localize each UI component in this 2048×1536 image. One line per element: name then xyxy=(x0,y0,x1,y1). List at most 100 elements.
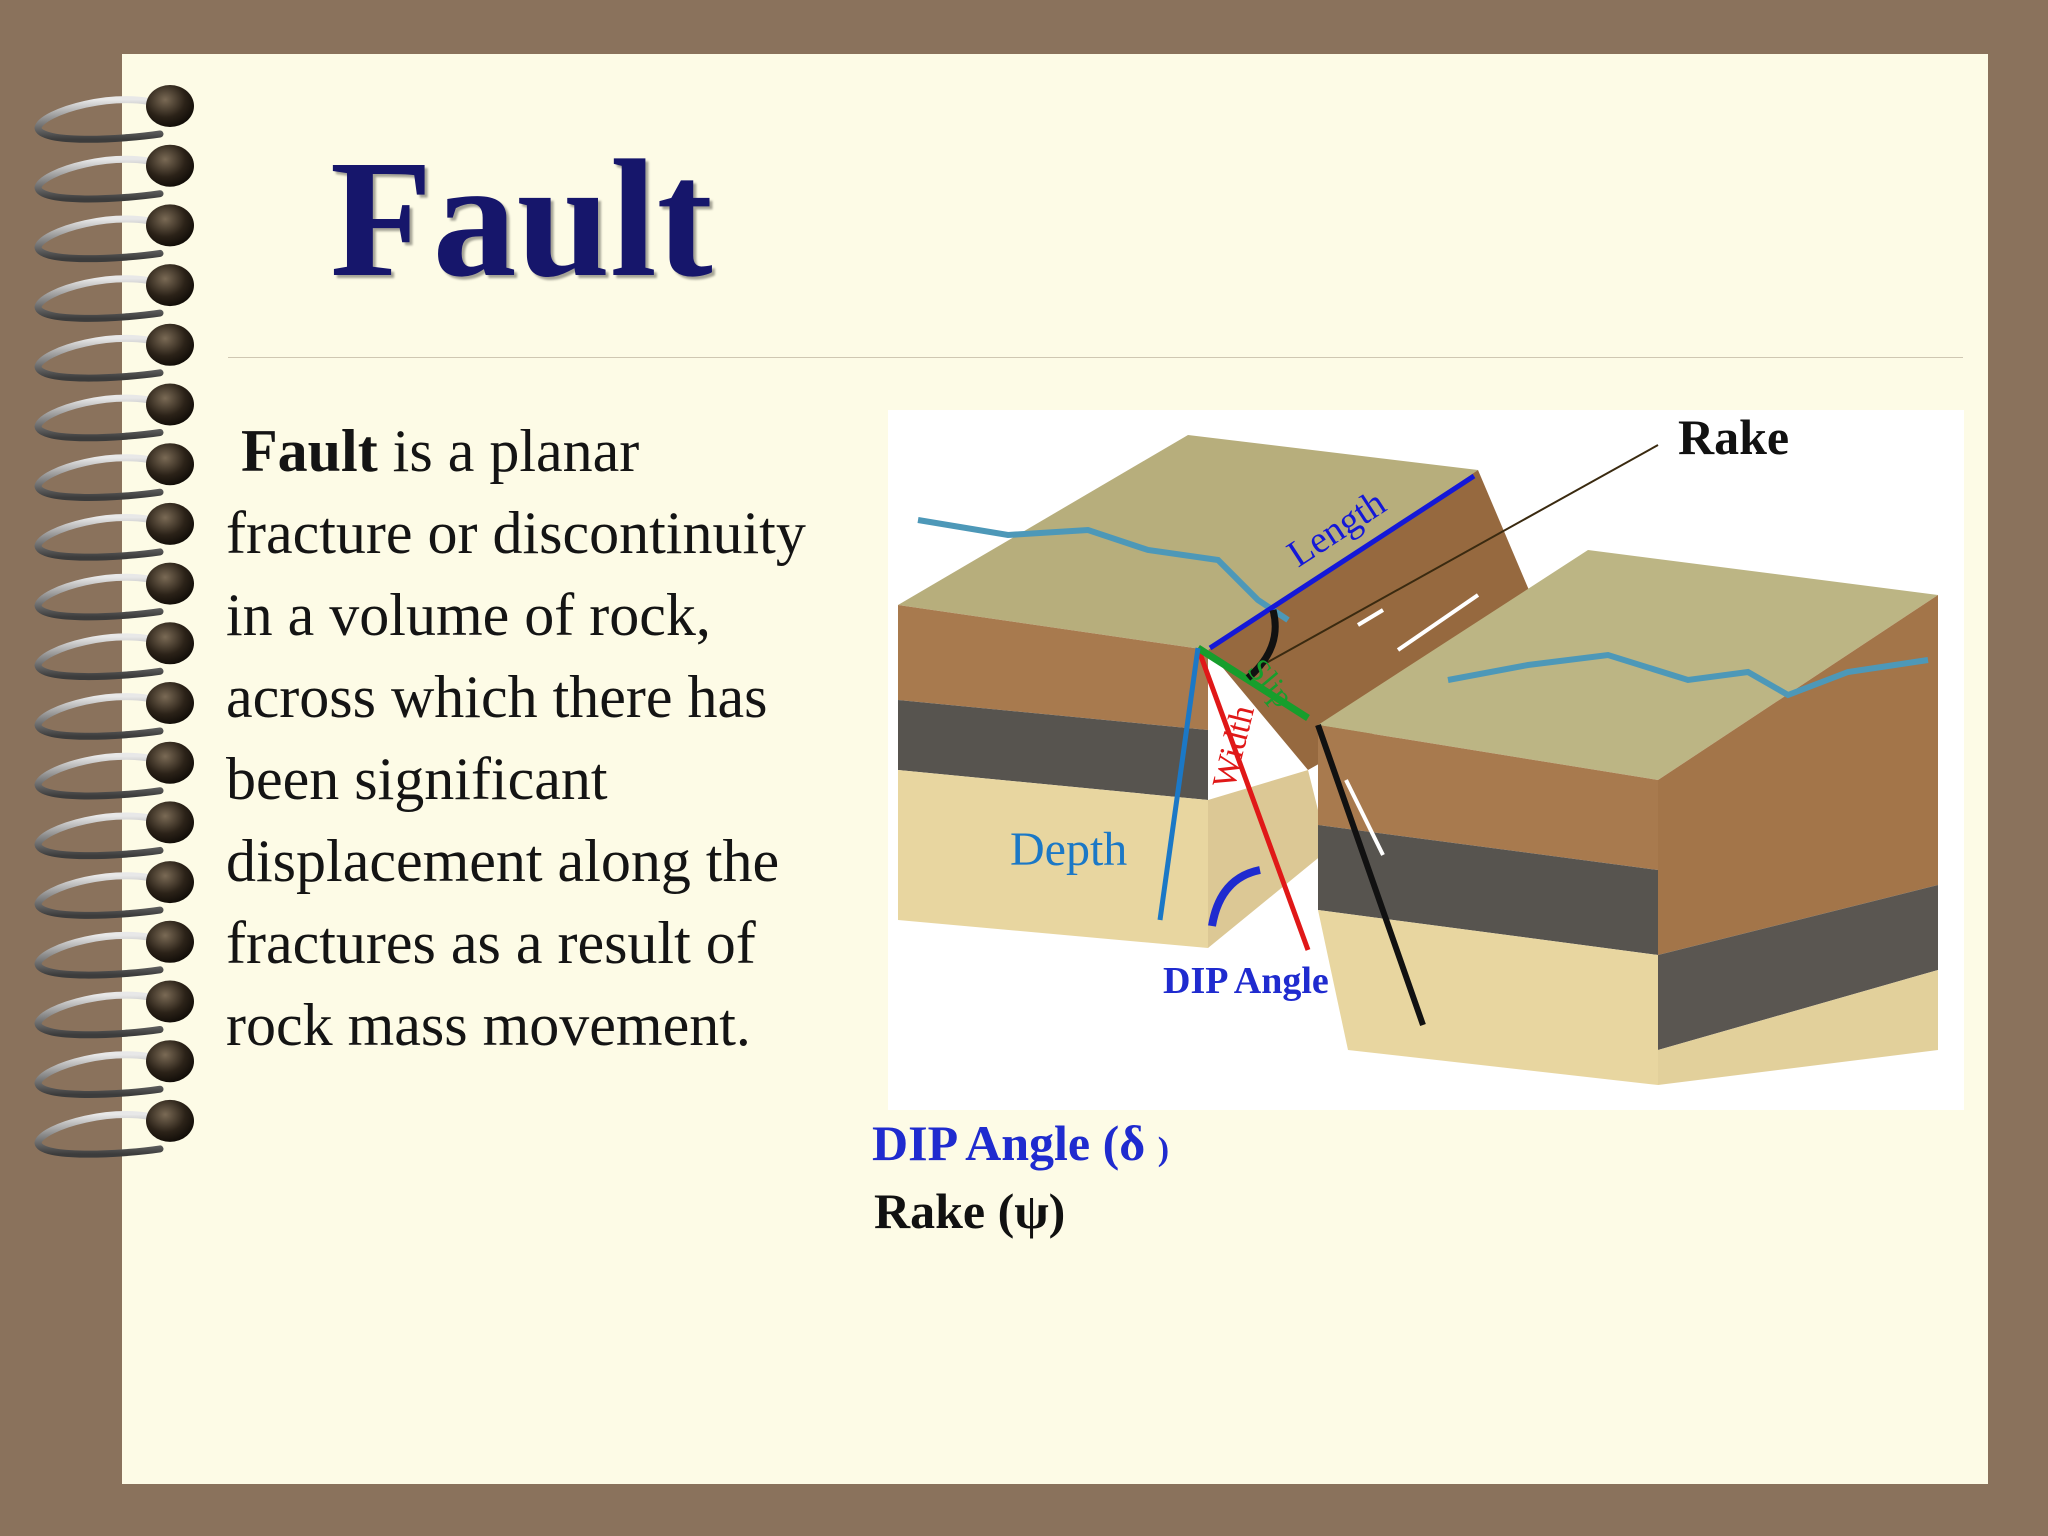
river-right xyxy=(1447,651,1929,699)
definition-line: in a volume of rock, xyxy=(226,582,711,648)
binding-ring xyxy=(34,1099,194,1158)
right-block-soil-layer xyxy=(1318,725,1658,870)
binding-ring xyxy=(34,443,194,501)
binding-wire xyxy=(34,752,169,800)
dip-angle-label: DIP Angle xyxy=(1163,960,1329,1002)
fault-block-diagram: Length Width Slip Depth DIP Angle Rake xyxy=(888,410,1964,1110)
slide-title: Fault xyxy=(330,126,713,312)
definition-line: across which there has xyxy=(226,664,768,730)
binding-ring xyxy=(34,801,194,860)
binding-hole xyxy=(146,622,194,665)
fault-trace xyxy=(1315,724,1426,1026)
binding-hole xyxy=(146,980,194,1023)
depth-line xyxy=(1157,647,1201,921)
binding-ring xyxy=(34,622,194,681)
binding-hole xyxy=(146,383,194,426)
binding-wire xyxy=(34,215,169,263)
definition-line: displacement along the xyxy=(226,828,780,894)
binding-wire xyxy=(34,454,169,501)
binding-hole xyxy=(146,562,194,605)
binding-ring xyxy=(34,682,194,740)
right-block-dark-layer xyxy=(1318,825,1658,955)
rake-label: Rake xyxy=(1678,410,1789,465)
right-block-side xyxy=(1658,595,1938,955)
slip-line xyxy=(1196,645,1310,721)
binding-ring xyxy=(34,264,194,322)
binding-hole xyxy=(146,443,194,486)
dip-angle-arc xyxy=(1208,866,1261,927)
binding-hole xyxy=(146,801,194,844)
binding-ring xyxy=(34,323,194,382)
right-block xyxy=(1315,550,1938,1085)
binding-ring xyxy=(34,502,194,561)
binding-hole xyxy=(146,323,194,366)
binding-ring xyxy=(34,204,194,263)
title-divider xyxy=(228,357,1963,358)
binding-wire xyxy=(34,275,169,322)
fault-definition: Fault is a planar fracture or discontinu… xyxy=(226,410,906,1066)
binding-hole xyxy=(146,1099,194,1142)
fault-plane-face xyxy=(1208,470,1548,770)
definition-line: fractures as a result of xyxy=(226,910,756,976)
binding-ring xyxy=(34,1040,194,1098)
width-line xyxy=(1195,647,1311,951)
binding-hole xyxy=(146,204,194,247)
binding-wire xyxy=(34,96,169,143)
binding-wire xyxy=(34,693,169,740)
fault-term: Fault xyxy=(241,418,378,484)
binding-hole xyxy=(146,85,194,127)
binding-hole xyxy=(146,920,194,963)
river-left xyxy=(917,517,1290,623)
binding-ring xyxy=(34,980,194,1039)
rake-leader-line xyxy=(1249,444,1659,673)
left-block-top xyxy=(898,435,1478,650)
slip-arrow-lower xyxy=(1344,779,1385,856)
right-block-top xyxy=(1318,550,1938,780)
binding-wire xyxy=(34,872,169,919)
definition-line: been significant xyxy=(226,746,608,812)
definition-line: Fault is a planar xyxy=(241,418,640,484)
binding-wire xyxy=(34,931,169,979)
binding-wire xyxy=(34,334,169,382)
spiral-binding xyxy=(34,85,194,1158)
right-block-side-dark xyxy=(1658,885,1938,1050)
binding-wire xyxy=(34,573,169,621)
binding-wire xyxy=(34,991,169,1039)
length-line xyxy=(1208,473,1476,651)
dip-angle-caption: DIP Angle (δ ) xyxy=(872,1115,1170,1171)
binding-ring xyxy=(34,383,194,442)
rake-caption: Rake (ψ) xyxy=(874,1183,1066,1239)
slip-arrow-middle xyxy=(1396,593,1480,652)
left-block xyxy=(898,435,1548,948)
binding-wire xyxy=(34,155,169,203)
binding-wire xyxy=(34,633,169,681)
binding-ring xyxy=(34,920,194,979)
binding-hole xyxy=(146,1040,194,1083)
rake-angle-arc xyxy=(1245,609,1279,681)
binding-ring xyxy=(34,741,194,800)
right-block-sand-layer xyxy=(1318,910,1658,1085)
binding-wire xyxy=(34,1111,169,1158)
binding-hole xyxy=(146,502,194,545)
binding-hole xyxy=(146,861,194,904)
fault-face-lower xyxy=(1208,770,1328,948)
binding-hole xyxy=(146,682,194,724)
binding-wire xyxy=(34,514,169,561)
binding-hole xyxy=(146,264,194,307)
left-block-dark-layer xyxy=(898,700,1208,800)
left-block-sand-layer xyxy=(898,770,1208,948)
binding-wire xyxy=(34,394,169,442)
binding-ring xyxy=(34,85,194,143)
slip-arrow-upper xyxy=(1356,608,1385,627)
depth-label: Depth xyxy=(1010,823,1127,876)
binding-wire xyxy=(34,812,169,860)
left-block-soil-layer xyxy=(898,605,1208,730)
binding-hole xyxy=(146,741,194,784)
binding-ring xyxy=(34,562,194,621)
binding-ring xyxy=(34,144,194,203)
right-block-side-sand xyxy=(1658,970,1938,1085)
binding-ring xyxy=(34,861,194,919)
binding-wire xyxy=(34,1051,169,1098)
definition-line: fracture or discontinuity xyxy=(226,500,806,566)
definition-line: rock mass movement. xyxy=(226,992,751,1058)
